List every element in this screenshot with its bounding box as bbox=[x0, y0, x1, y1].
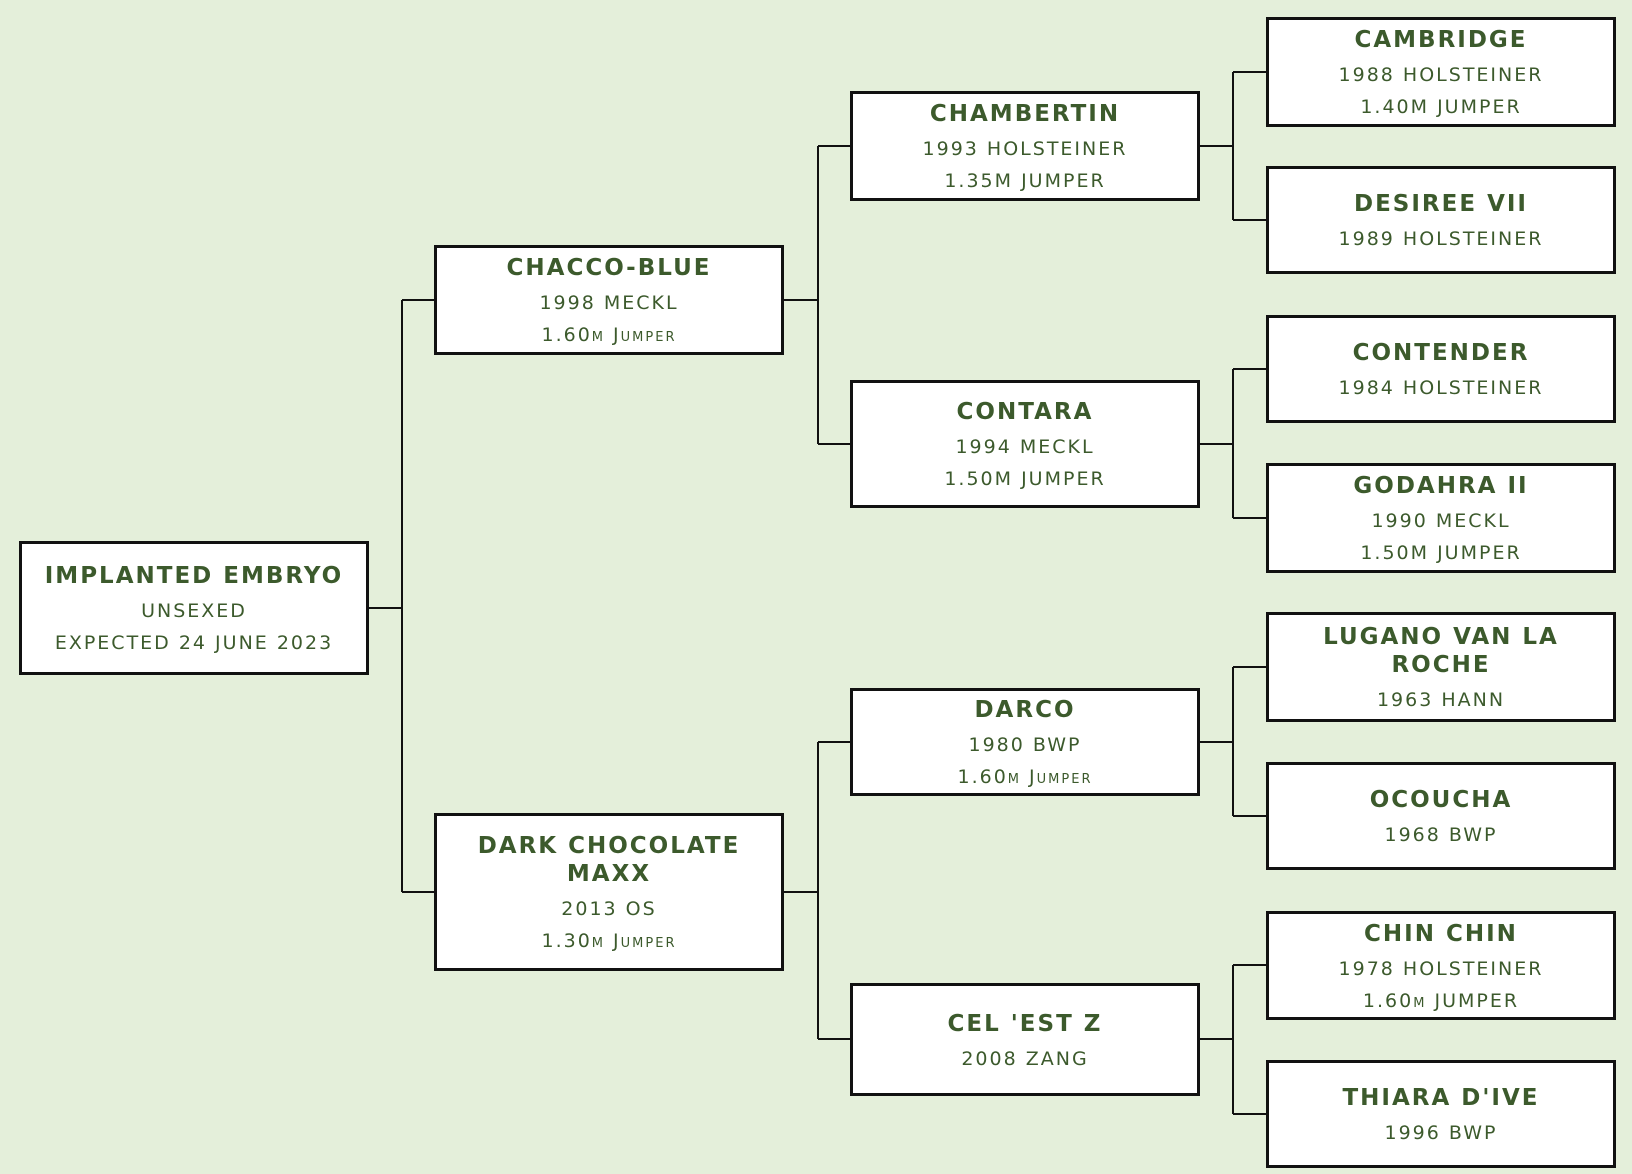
node-ssd: DESIREE VII 1989 HOLSTEINER bbox=[1266, 166, 1616, 274]
connector-dam-parents bbox=[784, 741, 852, 1040]
node-detail: 2013 OS bbox=[561, 898, 657, 920]
node-detail: 1.50M JUMPER bbox=[944, 468, 1106, 490]
node-name: THIARA D'IVE bbox=[1342, 1085, 1540, 1111]
node-ddd: THIARA D'IVE 1996 BWP bbox=[1266, 1060, 1616, 1168]
connector-contara-parents bbox=[1200, 368, 1268, 519]
node-dam-sire: DARCO 1980 BWP 1.60m Jumper bbox=[850, 688, 1200, 796]
node-subject: IMPLANTED EMBRYO UNSEXED EXPECTED 24 JUN… bbox=[19, 541, 369, 675]
node-name: CONTENDER bbox=[1352, 340, 1530, 366]
node-name: CEL 'EST Z bbox=[947, 1010, 1103, 1037]
node-dam: DARK CHOCOLATE MAXX 2013 OS 1.30m Jumper bbox=[434, 813, 784, 971]
node-detail: 2008 ZANG bbox=[961, 1047, 1089, 1070]
node-sire-sire: CHAMBERTIN 1993 HOLSTEINER 1.35M JUMPER bbox=[850, 91, 1200, 201]
connector-darco-parents bbox=[1200, 666, 1268, 817]
node-name: CONTARA bbox=[956, 399, 1094, 425]
node-dds: CHIN CHIN 1978 HOLSTEINER 1.60m JUMPER bbox=[1266, 911, 1616, 1020]
node-detail: 1.35M JUMPER bbox=[944, 170, 1106, 192]
node-detail: 1998 MECKL bbox=[539, 292, 679, 314]
node-detail: 1990 MECKL bbox=[1371, 510, 1511, 532]
node-detail: 1.50M JUMPER bbox=[1360, 542, 1522, 564]
node-detail: 1988 HOLSTEINER bbox=[1338, 64, 1544, 86]
node-name: IMPLANTED EMBRYO bbox=[44, 563, 344, 589]
node-sdd: GODAHRA II 1990 MECKL 1.50M JUMPER bbox=[1266, 463, 1616, 573]
node-name: CHAMBERTIN bbox=[929, 101, 1121, 127]
node-detail: 1968 BWP bbox=[1384, 824, 1498, 846]
node-sss: CAMBRIDGE 1988 HOLSTEINER 1.40M JUMPER bbox=[1266, 17, 1616, 127]
connector-chambertin-parents bbox=[1200, 71, 1268, 221]
node-detail: 1.60m Jumper bbox=[541, 324, 677, 346]
node-detail: 1.60m Jumper bbox=[957, 766, 1093, 788]
node-detail: 1984 HOLSTEINER bbox=[1338, 377, 1544, 399]
node-name: LUGANO VAN LA ROCHE bbox=[1323, 624, 1559, 678]
node-name: DARK CHOCOLATE MAXX bbox=[477, 833, 741, 887]
node-detail: 1.60m JUMPER bbox=[1362, 989, 1520, 1012]
node-dam-dam: CEL 'EST Z 2008 ZANG bbox=[850, 983, 1200, 1096]
node-sire: CHACCO-BLUE 1998 MECKL 1.60m Jumper bbox=[434, 245, 784, 355]
node-sds: CONTENDER 1984 HOLSTEINER bbox=[1266, 315, 1616, 423]
node-name: GODAHRA II bbox=[1353, 473, 1529, 499]
node-name: CAMBRIDGE bbox=[1354, 27, 1528, 53]
node-detail: 1994 MECKL bbox=[955, 436, 1095, 458]
node-name: CHACCO-BLUE bbox=[506, 255, 712, 281]
node-sire-dam: CONTARA 1994 MECKL 1.50M JUMPER bbox=[850, 380, 1200, 508]
node-name: DESIREE VII bbox=[1354, 191, 1528, 217]
node-detail: 1980 BWP bbox=[968, 734, 1082, 756]
node-detail: 1.40M JUMPER bbox=[1360, 96, 1522, 118]
node-dsd: OCOUCHA 1968 BWP bbox=[1266, 762, 1616, 870]
node-dss: LUGANO VAN LA ROCHE 1963 HANN bbox=[1266, 612, 1616, 722]
connector-celestz-parents bbox=[1200, 964, 1268, 1115]
node-detail: 1996 BWP bbox=[1384, 1122, 1498, 1144]
node-detail: 1993 HOLSTEINER bbox=[922, 138, 1128, 160]
node-name: CHIN CHIN bbox=[1364, 920, 1518, 947]
node-detail: 1963 HANN bbox=[1376, 689, 1506, 711]
connector-sire-parents bbox=[784, 145, 852, 445]
node-name: DARCO bbox=[974, 697, 1076, 723]
node-name: OCOUCHA bbox=[1369, 787, 1513, 813]
node-detail: UNSEXED bbox=[141, 600, 247, 622]
connector-subject-parents bbox=[369, 299, 436, 893]
node-detail: 1989 HOLSTEINER bbox=[1338, 228, 1544, 250]
node-detail: 1.30m Jumper bbox=[541, 930, 677, 952]
node-detail: EXPECTED 24 JUNE 2023 bbox=[54, 632, 334, 654]
node-detail: 1978 HOLSTEINER bbox=[1338, 957, 1544, 980]
